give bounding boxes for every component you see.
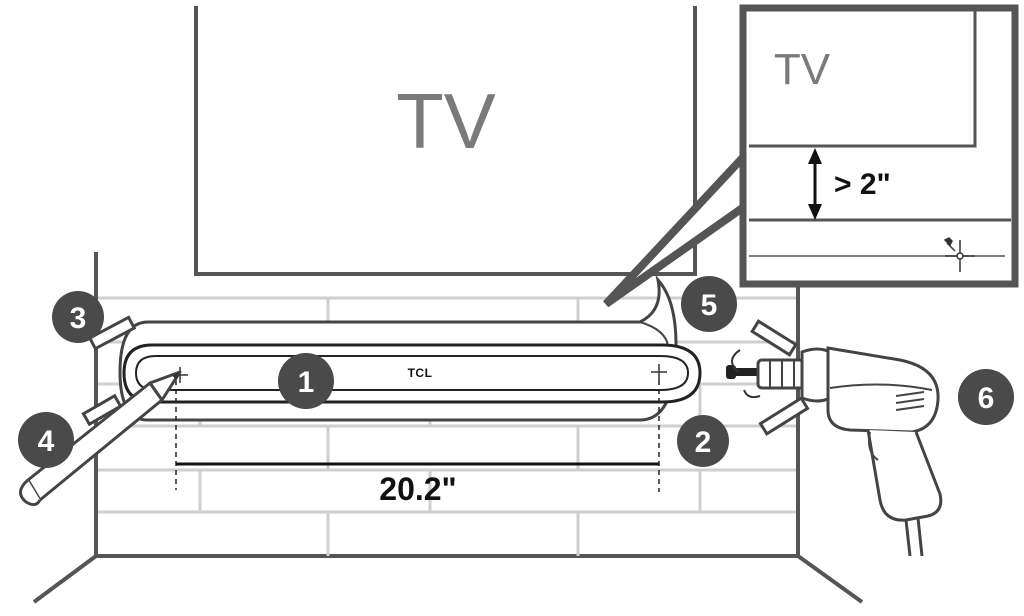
svg-text:5: 5: [701, 289, 718, 322]
pencil-icon: [19, 370, 182, 507]
svg-text:3: 3: [70, 302, 87, 335]
step-badge-2: 2: [677, 415, 729, 467]
right-hole-mark: [651, 364, 667, 380]
inset-detail: TV > 2": [739, 4, 1019, 288]
tape-icon: [81, 315, 810, 436]
step-badge-3: 3: [52, 291, 104, 343]
svg-text:6: 6: [978, 382, 995, 415]
svg-text:1: 1: [298, 366, 315, 399]
drill-icon: [726, 346, 943, 557]
svg-text:2: 2: [695, 426, 712, 459]
step-badge-4: 4: [18, 412, 74, 468]
inset-tv-label: TV: [774, 45, 831, 94]
soundbar: TCL: [122, 343, 702, 404]
wall-outline: [32, 252, 864, 604]
tv-label: TV: [396, 77, 496, 165]
mark-crosshair-icon: [943, 237, 975, 272]
tv: TV: [194, 6, 697, 276]
gap-label: > 2": [834, 168, 891, 201]
svg-text:4: 4: [38, 425, 55, 458]
step-badge-5: 5: [681, 276, 737, 332]
measurement-label: 20.2": [379, 471, 456, 507]
soundbar-brand: TCL: [408, 366, 433, 380]
double-arrow-icon: [808, 148, 822, 220]
step-badge-6: 6: [958, 369, 1014, 425]
step-badge-1: 1: [278, 353, 334, 409]
measurement: 20.2": [175, 380, 660, 507]
